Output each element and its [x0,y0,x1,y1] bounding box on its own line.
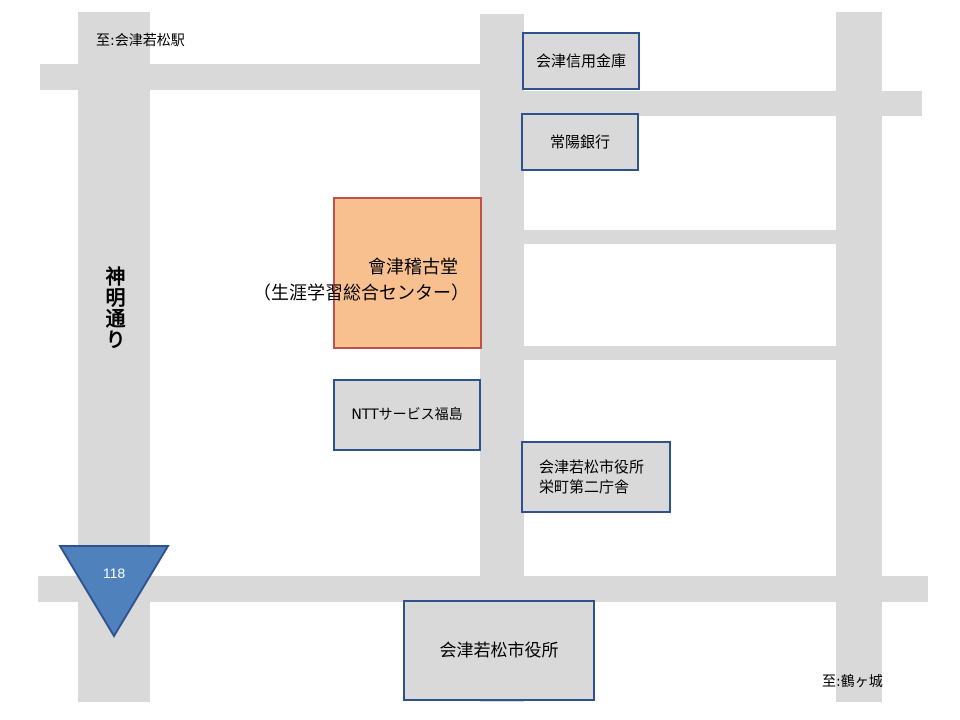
to-station-label: 至:会津若松駅 [96,33,185,49]
building-ntt[interactable]: NTTサービス福島 [333,379,481,451]
building-city-hall[interactable]: 会津若松市役所 [403,600,595,701]
destination-keikodo[interactable] [333,197,482,349]
route-marker-shape [58,545,170,638]
to-castle-label: 至:鶴ヶ城 [822,674,883,690]
road-north-horizontal-east [524,91,922,116]
road-middle-horizontal-2 [524,346,836,360]
destination-subtitle: （生涯学習総合センター） [253,283,469,304]
building-ntt-label: NTTサービス福島 [351,407,463,423]
road-route-118 [38,576,928,602]
route-118-marker-icon: 118 [58,545,170,638]
destination-name: 會津稽古堂 [368,257,458,278]
road-north-horizontal [40,64,482,90]
building-sakaemachi-office[interactable]: 会津若松市役所 栄町第二庁舎 [521,441,671,513]
building-joyo-bank-label: 常陽銀行 [549,133,610,151]
building-sakaemachi-label-1: 会津若松市役所 [539,458,645,476]
route-number: 118 [103,565,126,581]
building-sakaemachi-label-2: 栄町第二庁舎 [539,478,630,496]
building-shinkin[interactable]: 会津信用金庫 [522,32,640,90]
building-city-hall-label: 会津若松市役所 [439,640,559,661]
building-joyo-bank[interactable]: 常陽銀行 [521,113,639,171]
road-middle-horizontal-1 [524,230,836,244]
street-name-label: 神明通り [102,266,126,350]
building-shinkin-label: 会津信用金庫 [535,52,626,70]
